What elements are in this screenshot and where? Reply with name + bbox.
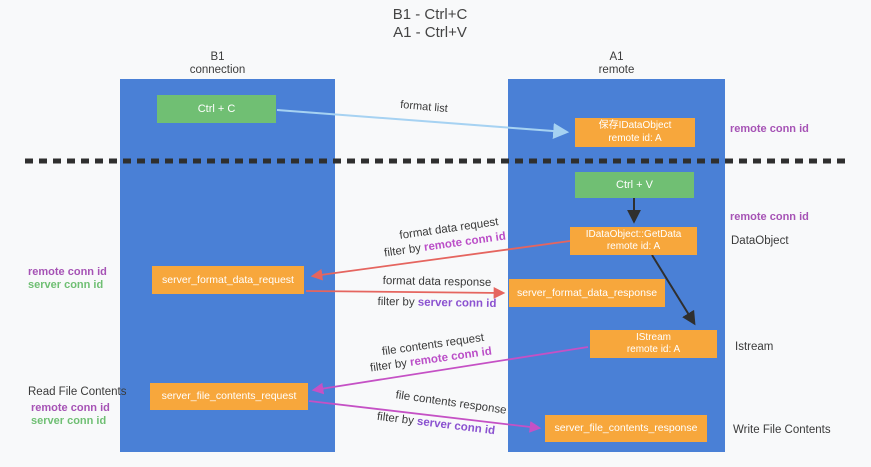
filter-by-text: filter by bbox=[383, 241, 425, 260]
save-dataobject-line2: remote id: A bbox=[608, 132, 662, 144]
format-list-label: format list bbox=[399, 98, 449, 116]
server-format-data-request-node: server_format_data_request bbox=[152, 266, 304, 294]
server-format-data-response-label: server_format_data_response bbox=[516, 286, 658, 299]
server-conn-id-key: server conn id bbox=[416, 415, 496, 438]
dataobject-label: DataObject bbox=[731, 235, 789, 247]
getdata-line1: IDataObject::GetData bbox=[585, 228, 682, 240]
right-column-header: A1 remote bbox=[508, 51, 725, 77]
server-file-contents-response-node: server_file_contents_response bbox=[545, 415, 707, 442]
server-file-contents-request-label: server_file_contents_request bbox=[161, 390, 297, 403]
diagram-title-line2: A1 - Ctrl+V bbox=[393, 24, 467, 41]
write-file-contents-label: Write File Contents bbox=[733, 424, 831, 436]
file-contents-response-label: file contents response bbox=[394, 389, 508, 417]
server-file-contents-response-label: server_file_contents_response bbox=[554, 422, 698, 435]
file-contents-response-filter-label: filter by server conn id bbox=[376, 411, 495, 437]
ctrl-c-label: Ctrl + C bbox=[197, 102, 236, 115]
right-remote-conn-id-mid-label: remote conn id bbox=[730, 211, 809, 223]
diagram-title-line1: B1 - Ctrl+C bbox=[392, 6, 468, 23]
istream-side-label: Istream bbox=[735, 341, 774, 353]
left-remote-conn-id-top-label: remote conn id bbox=[28, 266, 107, 278]
left-remote-conn-id-bottom-label: remote conn id bbox=[31, 402, 110, 414]
read-file-contents-label: Read File Contents bbox=[28, 386, 127, 398]
getdata-line2: remote id: A bbox=[606, 241, 661, 252]
left-server-conn-id-bottom-label: server conn id bbox=[31, 415, 107, 427]
getdata-node: IDataObject::GetData remote id: A bbox=[570, 227, 697, 255]
left-column-header: B1 connection bbox=[120, 51, 315, 77]
istream-line2: remote id: A bbox=[626, 344, 681, 355]
right-column-subtitle: remote bbox=[598, 64, 635, 76]
left-column-subtitle: connection bbox=[189, 64, 246, 76]
server-conn-id-key: server conn id bbox=[417, 296, 497, 311]
ctrl-c-node: Ctrl + C bbox=[157, 95, 276, 123]
left-server-conn-id-top-label: server conn id bbox=[28, 279, 104, 291]
istream-line1: IStream bbox=[635, 331, 671, 343]
filter-by-text: filter by bbox=[377, 295, 418, 309]
format-data-response-filter-label: filter by server conn id bbox=[377, 296, 496, 310]
right-column-title: A1 bbox=[609, 51, 624, 63]
diagram-title: B1 - Ctrl+C A1 - Ctrl+V bbox=[330, 6, 530, 42]
save-dataobject-line1: 保存IDataObject bbox=[598, 120, 672, 131]
server-file-contents-request-node: server_file_contents_request bbox=[150, 383, 308, 410]
ctrl-v-node: Ctrl + V bbox=[575, 172, 694, 198]
ctrl-v-label: Ctrl + V bbox=[616, 178, 653, 191]
filter-by-text: filter by bbox=[376, 410, 418, 428]
format-data-response-label: format data response bbox=[382, 275, 492, 289]
server-format-data-request-label: server_format_data_request bbox=[162, 273, 294, 286]
server-format-data-response-node: server_format_data_response bbox=[509, 279, 665, 307]
right-remote-conn-id-top-label: remote conn id bbox=[730, 123, 809, 135]
left-column-title: B1 bbox=[210, 51, 225, 63]
istream-node: IStream remote id: A bbox=[590, 330, 717, 358]
save-dataobject-node: 保存IDataObject remote id: A bbox=[575, 118, 695, 147]
filter-by-text: filter by bbox=[369, 356, 411, 375]
format-data-response-arrow bbox=[305, 287, 506, 299]
